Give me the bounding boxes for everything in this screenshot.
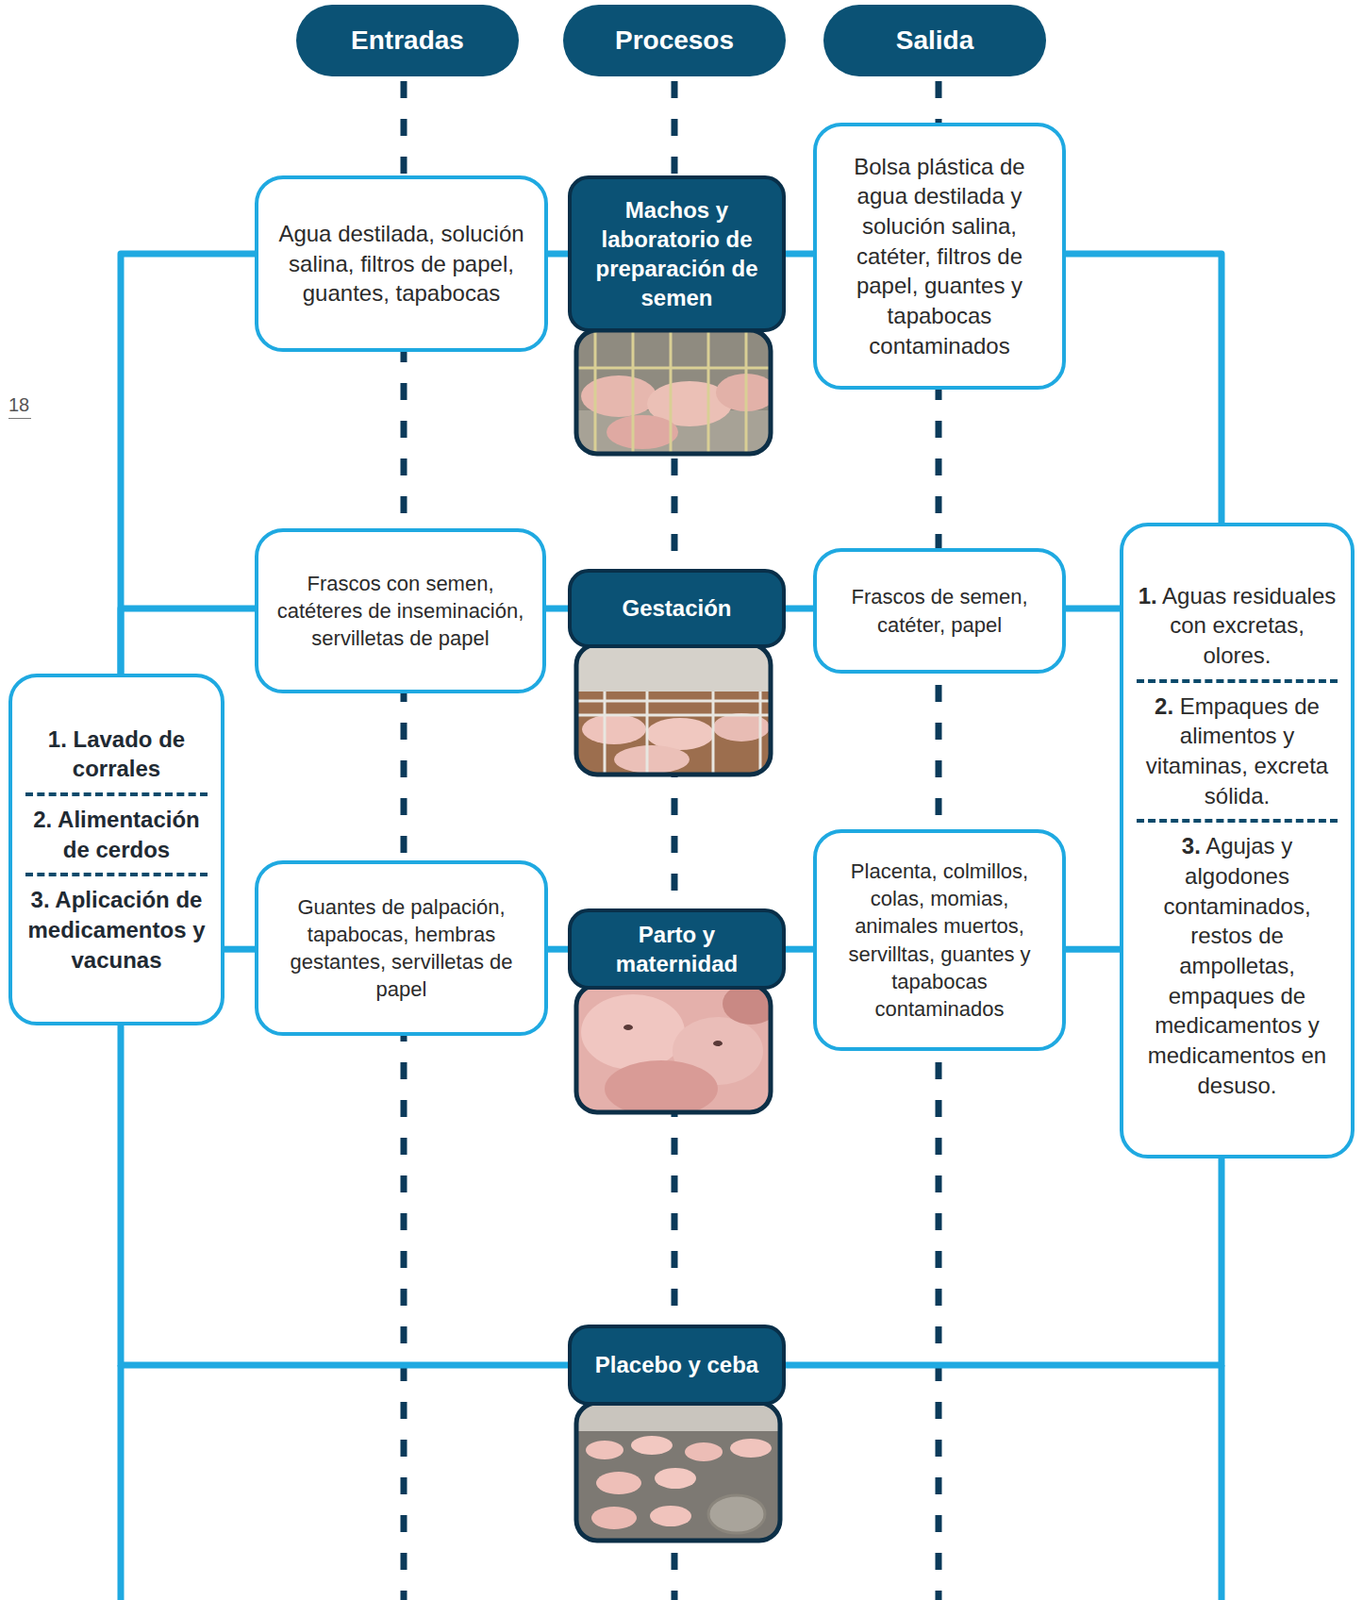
- connector-line: [120, 1025, 568, 1365]
- connector-line: [546, 605, 568, 613]
- connector-line: [120, 253, 255, 674]
- output-box: Placenta, colmillos, colas, momias, anim…: [813, 829, 1066, 1051]
- connector-line: [1065, 605, 1120, 613]
- page-number: 18: [8, 394, 32, 419]
- node-text: Salida: [896, 25, 974, 56]
- node-text: Parto y maternidad: [581, 919, 773, 979]
- node-text: Bolsa plástica de agua destilada y soluc…: [830, 151, 1049, 362]
- column-header: Salida: [823, 4, 1047, 77]
- connector-line: [548, 250, 568, 258]
- node-text: Placenta, colmillos, colas, momias, anim…: [830, 857, 1049, 1022]
- process-box: Parto y maternidad: [567, 908, 786, 990]
- node-text: 1. Lavado de corrales: [25, 715, 208, 793]
- connector-line: [785, 250, 814, 258]
- output-box: Frascos de semen, catéter, papel: [813, 548, 1066, 674]
- input-box: Agua destilada, solución salina, filtros…: [254, 175, 549, 352]
- process-box: Placebo y ceba: [567, 1324, 786, 1406]
- node-text: Agua destilada, solución salina, filtros…: [271, 218, 532, 309]
- column-header: Procesos: [563, 4, 786, 77]
- process-box: Machos y laboratorio de preparación de s…: [567, 175, 786, 333]
- node-text: 1. Aguas residuales con excretas, olores…: [1136, 572, 1338, 680]
- fattening-photo: [576, 1402, 781, 1541]
- node-text: 3. Agujas y algodones contaminados, rest…: [1136, 818, 1338, 1109]
- node-text: Frascos de semen, catéter, papel: [830, 582, 1049, 638]
- gestation-photo: [576, 644, 771, 775]
- node-text: Procesos: [615, 25, 734, 56]
- node-text: Guantes de palpación, tapabocas, hembras…: [271, 893, 532, 1003]
- farrowing-photo: [576, 982, 780, 1117]
- output-box: Bolsa plástica de agua destilada y soluc…: [813, 122, 1066, 390]
- node-text: Gestación: [621, 593, 732, 623]
- connector-line: [785, 605, 814, 613]
- node-text: Entradas: [350, 25, 465, 56]
- activity-list: 1. Lavado de corrales2. Alimentación de …: [8, 673, 225, 1026]
- node-text: 3. Aplicación de medicamentos y vacunas: [25, 872, 208, 983]
- node-text: Placebo y ceba: [595, 1349, 759, 1380]
- connector-line: [785, 946, 814, 953]
- input-box: Frascos con semen, catéteres de insemina…: [254, 528, 547, 694]
- node-text: 2. Alimentación de cerdos: [25, 792, 208, 873]
- node-text: 2. Empaques de alimentos y vitaminas, ex…: [1136, 679, 1338, 820]
- process-box: Gestación: [567, 568, 786, 649]
- input-box: Guantes de palpación, tapabocas, hembras…: [254, 860, 549, 1036]
- node-text: Machos y laboratorio de preparación de s…: [581, 195, 773, 314]
- column-header: Entradas: [296, 4, 519, 77]
- boar-photo: [576, 330, 777, 454]
- connector-line: [548, 946, 568, 953]
- connector-line: [785, 1158, 1222, 1365]
- node-text: Frascos con semen, catéteres de insemina…: [271, 569, 530, 652]
- waste-list: 1. Aguas residuales con excretas, olores…: [1119, 522, 1355, 1159]
- connector-line: [1065, 253, 1222, 523]
- connector-line: [1065, 946, 1120, 953]
- connector-line: [120, 608, 255, 674]
- connector-line: [224, 946, 255, 953]
